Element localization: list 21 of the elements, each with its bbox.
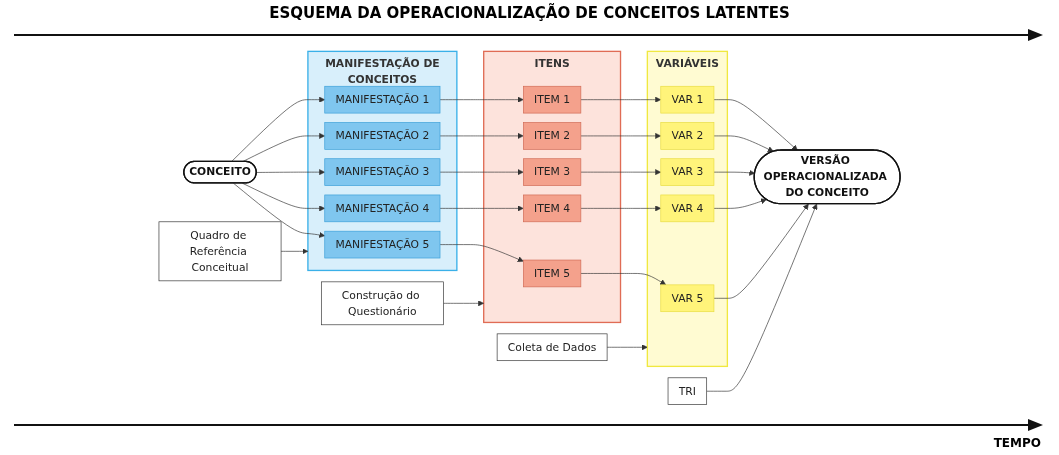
node-box: Quadro de Referência Conceitual xyxy=(158,221,282,282)
node-box: MANIFESTAÇÃO 4 xyxy=(324,194,441,223)
node-box: VAR 5 xyxy=(660,284,715,313)
node-box: Construção do Questionário xyxy=(321,281,444,326)
node-box: MANIFESTAÇÃO 3 xyxy=(324,158,441,186)
node-box: ITEM 2 xyxy=(523,122,582,150)
node-box: VAR 3 xyxy=(660,158,715,186)
node-box: ITEM 5 xyxy=(523,259,582,288)
node-box: Coleta de Dados xyxy=(496,333,608,361)
node-box: VAR 1 xyxy=(660,85,715,114)
node-box: ITEM 1 xyxy=(523,85,582,114)
node-box: MANIFESTAÇÃO 2 xyxy=(324,122,441,150)
node-box: VAR 4 xyxy=(660,194,715,223)
node-box: TRI xyxy=(667,377,708,405)
diagram-title: ESQUEMA DA OPERACIONALIZAÇÃO DE CONCEITOS LATENTES xyxy=(268,4,791,22)
node-box: MANIFESTAÇÃO 5 xyxy=(324,230,441,259)
node-box: MANIFESTAÇÃO 1 xyxy=(324,85,441,114)
node-box: ITEM 4 xyxy=(523,194,582,223)
axis-label: TEMPO xyxy=(993,436,1041,450)
node-box: VAR 2 xyxy=(660,122,715,150)
node-box: ITEM 3 xyxy=(523,158,582,186)
